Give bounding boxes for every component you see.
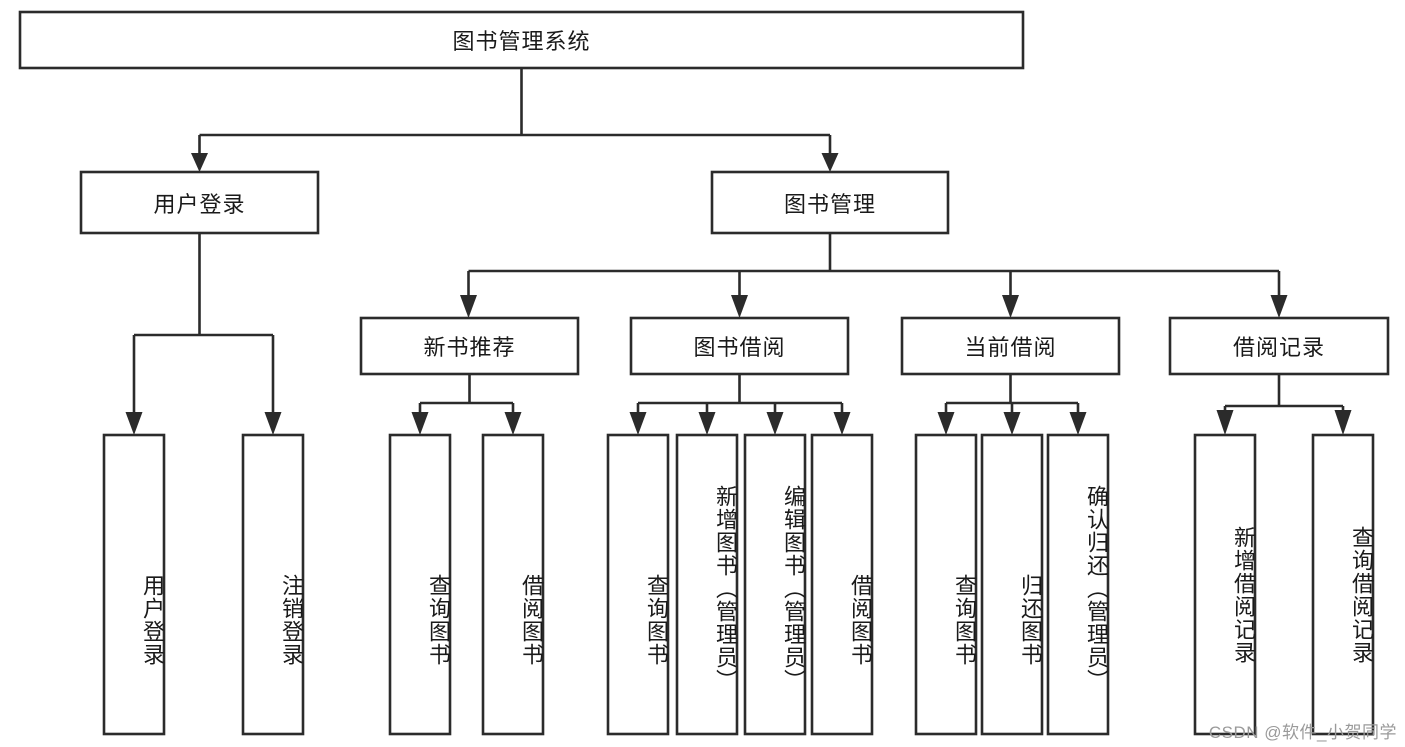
node-box-current-borrow[interactable] — [900, 316, 1121, 376]
node-box-leaf-borrow-book[interactable] — [810, 433, 874, 736]
node-box-leaf-add-book[interactable] — [675, 433, 739, 736]
arrowhead-newbook — [460, 295, 477, 318]
connector-borrowrecord-to-leaves — [1216, 374, 1352, 435]
connector-bookborrow-to-leaves — [629, 374, 851, 435]
connector-currentborrow-to-leaves — [937, 374, 1087, 435]
arrowhead-leaf-add-book — [698, 412, 716, 435]
connector-bookmgmt-to-level3 — [460, 233, 1288, 318]
node-box-root[interactable] — [18, 10, 1025, 70]
arrowhead-leaf-query-cur — [937, 412, 955, 435]
node-box-leaf-query-record[interactable] — [1311, 433, 1375, 736]
node-box-borrow-record[interactable] — [1168, 316, 1390, 376]
arrowhead-leaf-logout — [264, 412, 282, 435]
arrowhead-leaf-borrow-rec — [504, 412, 522, 435]
arrowhead-leaf-query-record — [1334, 410, 1352, 435]
connector-root-to-level2 — [191, 68, 839, 172]
node-box-leaf-query-book-current[interactable] — [914, 433, 978, 736]
arrowhead-leaf-edit-book — [766, 412, 784, 435]
node-box-leaf-logout[interactable] — [241, 433, 305, 736]
arrowhead-book-management — [821, 153, 839, 172]
node-box-user-login[interactable] — [79, 170, 320, 235]
arrowhead-leaf-userlogin — [125, 412, 143, 435]
node-box-leaf-return-book[interactable] — [980, 433, 1044, 736]
node-box-book-borrow[interactable] — [629, 316, 850, 376]
csdn-watermark: CSDN @软件_小贺同学 — [1208, 723, 1397, 742]
node-box-leaf-confirm-return[interactable] — [1046, 433, 1110, 736]
arrowhead-leaf-confirm-return — [1069, 412, 1087, 435]
node-box-new-book-recommend[interactable] — [359, 316, 580, 376]
node-box-leaf-query-book-borrow[interactable] — [606, 433, 670, 736]
node-box-leaf-add-record[interactable] — [1193, 433, 1257, 736]
arrowhead-bookborrow — [731, 295, 748, 318]
node-box-leaf-query-book-rec[interactable] — [388, 433, 452, 736]
arrowhead-currentborrow — [1002, 295, 1019, 318]
arrowhead-user-login — [191, 153, 208, 172]
arrowhead-leaf-borrow-book — [833, 412, 851, 435]
arrowhead-leaf-return-book — [1003, 412, 1021, 435]
arrowhead-leaf-query-rec — [411, 412, 429, 435]
node-box-leaf-borrow-book-rec[interactable] — [481, 433, 545, 736]
connector-userlogin-to-leaves — [125, 233, 282, 435]
node-box-book-management[interactable] — [710, 170, 950, 235]
arrowhead-leaf-query-book — [629, 412, 647, 435]
arrowhead-leaf-add-record — [1216, 410, 1234, 435]
arrowhead-borrowrecord — [1270, 295, 1288, 318]
node-box-leaf-edit-book[interactable] — [743, 433, 807, 736]
connector-newbook-to-leaves — [411, 374, 522, 435]
node-box-leaf-user-login[interactable] — [102, 433, 166, 736]
